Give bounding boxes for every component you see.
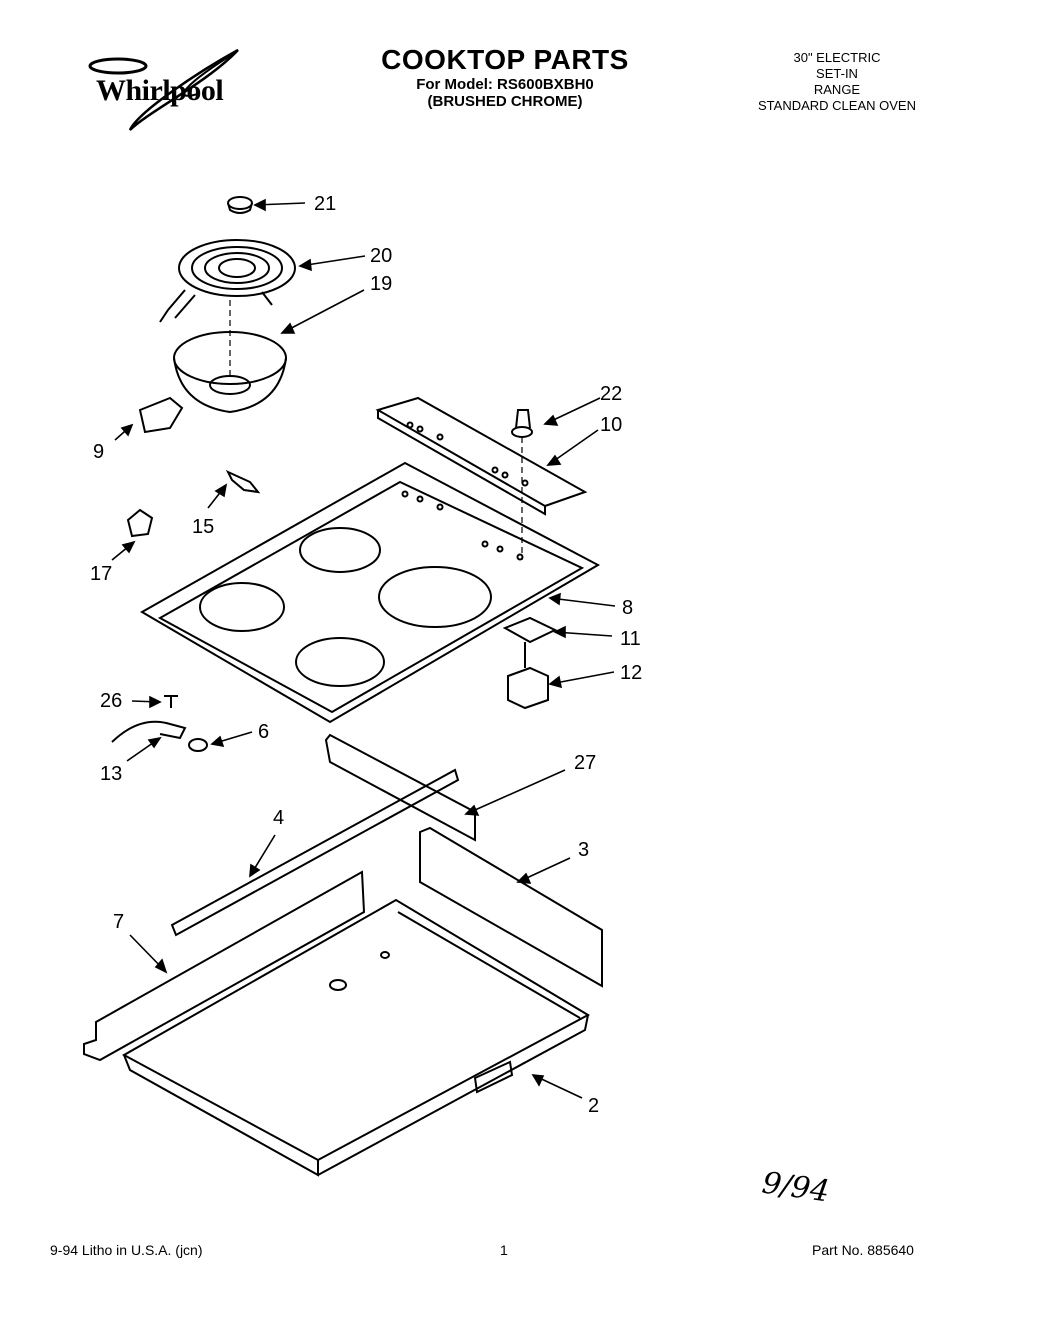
spec-block: 30" ELECTRIC SET-IN RANGE STANDARD CLEAN… [732,50,942,114]
callout-3: 3 [578,839,589,861]
callout-15: 15 [192,516,214,538]
callout-2: 2 [588,1095,599,1117]
callout-4: 4 [273,807,284,829]
page-number: 1 [500,1242,508,1258]
part-4-trim-strip [170,768,460,937]
spec-line: RANGE [813,82,861,97]
callout-7: 7 [113,911,124,933]
part-26-screw [164,695,178,708]
part-27-rear-bracket [324,733,476,842]
footer-litho: 9-94 Litho in U.S.A. (jcn) [50,1242,203,1258]
part-9-terminal-block [138,396,184,434]
brand-name: Whirlpool [96,74,224,107]
part-11-plate [502,616,558,644]
part-21-cap [227,196,253,214]
part-7-front-panel [83,870,366,1062]
part-13-wire-harness [111,720,187,743]
part-17-bracket [126,508,154,538]
part-8-cooktop [139,461,601,724]
callout-20: 20 [370,245,392,267]
part-6-grommet [188,738,208,752]
callout-22: 22 [600,383,622,405]
spec-line: 30" ELECTRIC [793,50,881,65]
part-number: Part No. 885640 [812,1242,914,1258]
callout-21: 21 [314,193,336,215]
logo-swirl-icon [88,48,239,131]
title-block: COOKTOP PARTS For Model: RS600BXBH0 (BRU… [300,44,710,110]
part-20-surface-element [159,239,296,323]
leader-lines [111,198,616,1099]
page-title: COOKTOP PARTS [381,44,629,75]
callout-9: 9 [93,441,104,463]
callout-8: 8 [622,597,633,619]
callout-10: 10 [600,414,622,436]
callout-27: 27 [574,752,596,774]
callout-17: 17 [90,563,112,585]
whirlpool-logo: Whirlpool [78,42,248,137]
part-10-control-panel [375,396,588,516]
finish-line: (BRUSHED CHROME) [427,93,583,110]
part-19-drip-bowl [173,300,287,414]
part-15-clip [225,469,261,494]
callout-19: 19 [370,273,392,295]
callout-13: 13 [100,763,122,785]
spec-line: STANDARD CLEAN OVEN [758,98,916,113]
part-22-knob [511,409,533,560]
callout-26: 26 [100,690,122,712]
part-2-bottom-pan [121,898,591,1177]
callout-6: 6 [258,721,269,743]
callout-labels: 21 20 19 22 10 9 15 17 8 11 12 26 6 13 2… [90,193,642,1117]
callout-11: 11 [620,628,641,650]
model-line: For Model: RS600BXBH0 [416,76,594,93]
part-12-switch [507,642,549,710]
spec-line: SET-IN [816,66,858,81]
callout-12: 12 [620,662,642,684]
part-3-rear-panel [419,826,603,988]
